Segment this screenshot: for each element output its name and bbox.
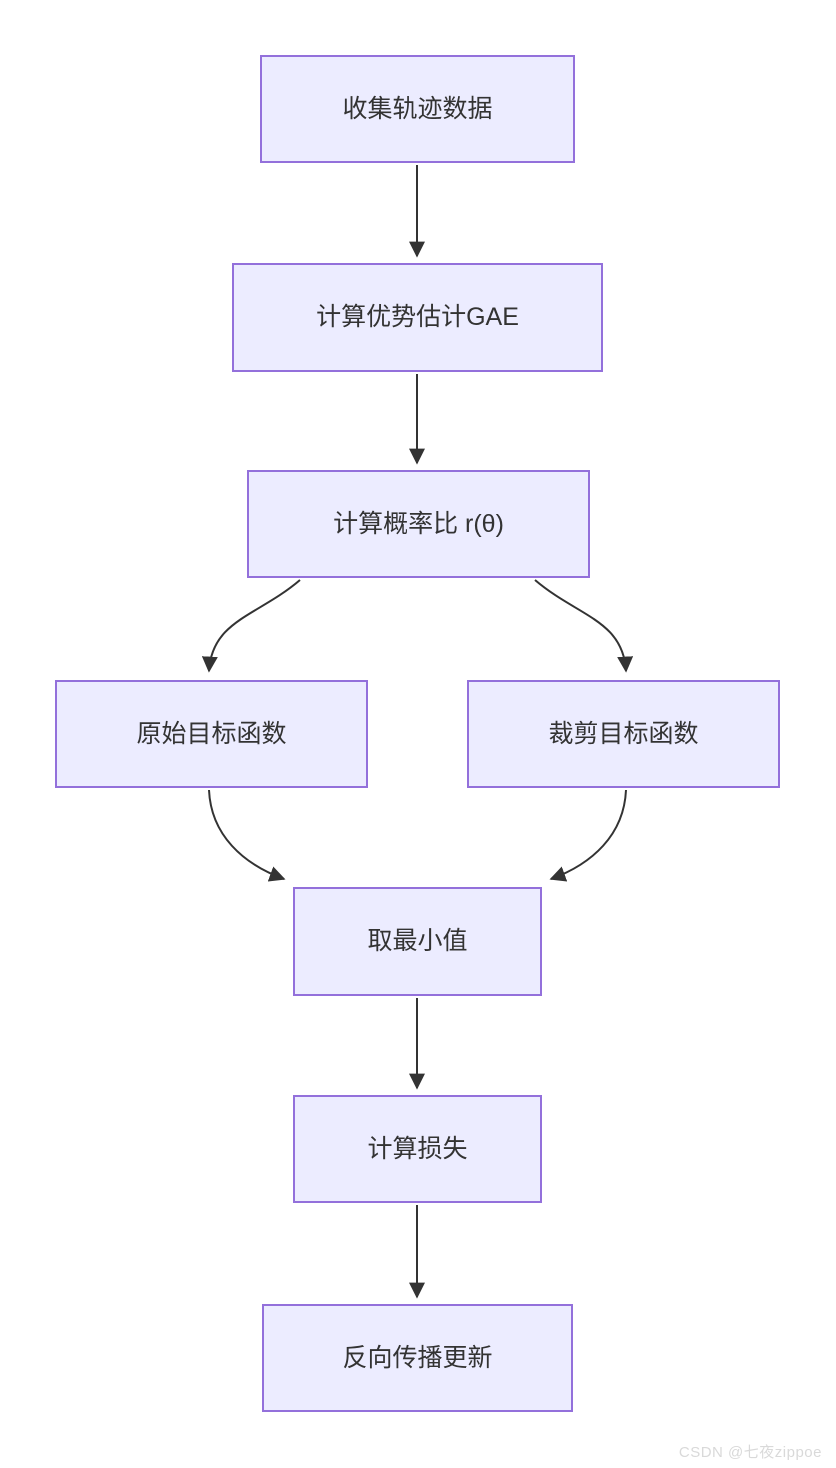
node-probability-ratio: 计算概率比 r(θ) bbox=[247, 470, 590, 578]
edge-original-to-min bbox=[208, 789, 286, 882]
csdn-watermark: CSDN @七夜zippoe bbox=[678, 1444, 822, 1461]
node-compute-gae-label: 计算优势估计GAE bbox=[316, 303, 519, 332]
node-take-minimum-label: 取最小值 bbox=[367, 927, 468, 956]
node-backprop-update: 反向传播更新 bbox=[262, 1304, 573, 1412]
node-compute-loss-label: 计算损失 bbox=[367, 1134, 468, 1163]
node-compute-loss: 计算损失 bbox=[293, 1095, 542, 1203]
node-original-objective-label: 原始目标函数 bbox=[136, 719, 287, 748]
edge-ratio-to-clipped bbox=[534, 579, 634, 673]
edge-ratio-to-original bbox=[201, 579, 301, 673]
edge-clipped-to-min bbox=[549, 789, 627, 882]
node-collect-trajectory: 收集轨迹数据 bbox=[260, 55, 575, 163]
node-probability-ratio-label: 计算概率比 r(θ) bbox=[333, 509, 504, 538]
node-clipped-objective-label: 裁剪目标函数 bbox=[548, 719, 699, 748]
node-clipped-objective: 裁剪目标函数 bbox=[467, 680, 780, 788]
node-original-objective: 原始目标函数 bbox=[55, 680, 368, 788]
node-compute-gae: 计算优势估计GAE bbox=[232, 263, 603, 372]
node-backprop-update-label: 反向传播更新 bbox=[342, 1343, 493, 1372]
node-collect-trajectory-label: 收集轨迹数据 bbox=[342, 94, 493, 123]
node-take-minimum: 取最小值 bbox=[293, 887, 542, 996]
